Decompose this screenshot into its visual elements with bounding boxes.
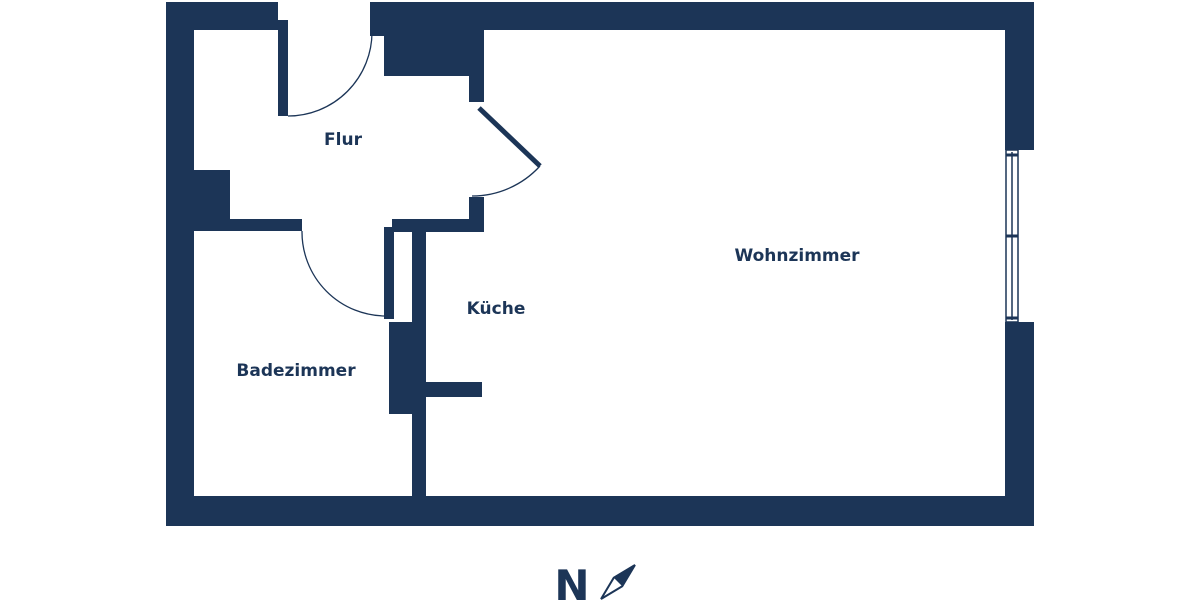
- kitchen-counter-wall: [426, 382, 482, 397]
- wall-bottom: [166, 496, 1034, 526]
- wall-bath-kitchen-lower: [412, 320, 426, 500]
- wall-hall-notch: [194, 170, 230, 220]
- entry-jamb-right: [370, 20, 384, 36]
- bath-door-jamb: [384, 227, 394, 319]
- wall-right-lower: [1005, 322, 1034, 526]
- wall-right-upper: [1005, 2, 1034, 150]
- entry-jamb-left: [278, 20, 288, 116]
- living-door-swing: [471, 165, 541, 197]
- wall-left: [166, 2, 194, 526]
- wall-hall-bath: [194, 219, 302, 231]
- wall-hall-kitchen: [392, 219, 484, 232]
- window-right: [1005, 149, 1019, 323]
- door-swings: [287, 31, 542, 317]
- room-label-badezimmer: Badezimmer: [236, 361, 356, 381]
- shaft-block: [384, 30, 484, 76]
- compass: N: [554, 561, 636, 600]
- room-label-kueche: Küche: [467, 299, 526, 319]
- room-labels: Flur Wohnzimmer Küche Badezimmer: [236, 130, 860, 381]
- entry-door-swing: [287, 31, 373, 117]
- room-label-flur: Flur: [324, 130, 363, 150]
- room-label-wohnzimmer: Wohnzimmer: [734, 246, 860, 266]
- wall-top-right: [370, 2, 1034, 30]
- wall-hall-living-upper: [469, 30, 484, 102]
- bath-door-swing: [301, 230, 387, 317]
- compass-needle-icon: [600, 564, 636, 600]
- walls: [166, 2, 1034, 526]
- wall-bath-kitchen-upper: [412, 228, 426, 320]
- compass-letter: N: [554, 561, 589, 600]
- living-door-leaf: [477, 106, 542, 168]
